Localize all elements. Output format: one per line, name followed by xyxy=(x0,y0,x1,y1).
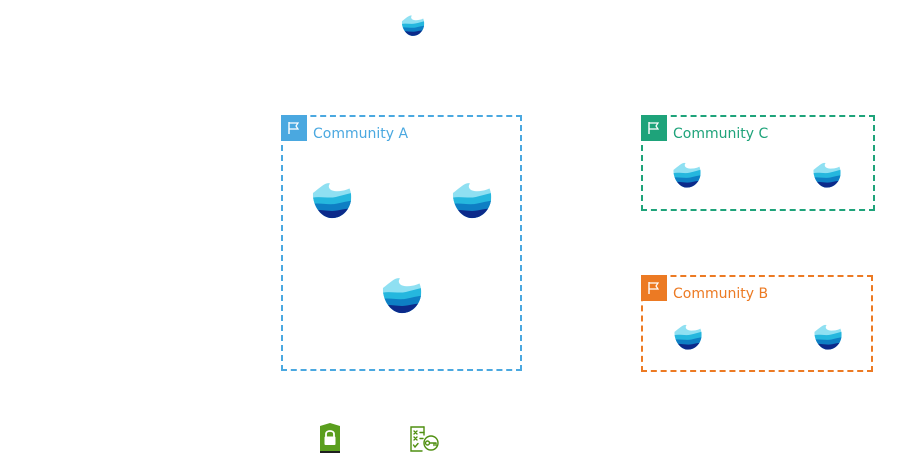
community-b-label: Community B xyxy=(673,286,769,302)
community-a-label: Community A xyxy=(313,126,409,142)
policy-checklist-icon[interactable] xyxy=(408,425,440,453)
water-drop-icon[interactable] xyxy=(378,263,426,319)
water-drop-icon[interactable] xyxy=(811,314,845,354)
flag-icon xyxy=(641,275,667,301)
flag-icon xyxy=(281,115,307,141)
community-a-group[interactable]: Community A xyxy=(281,115,522,371)
water-drop-icon[interactable] xyxy=(399,6,427,40)
lock-shield-icon[interactable] xyxy=(318,423,342,453)
water-drop-icon[interactable] xyxy=(670,152,704,192)
water-drop-icon[interactable] xyxy=(448,168,496,224)
water-drop-icon[interactable] xyxy=(308,168,356,224)
water-drop-icon[interactable] xyxy=(671,314,705,354)
water-drop-icon[interactable] xyxy=(810,152,844,192)
community-b-group[interactable]: Community B xyxy=(641,275,873,372)
flag-icon xyxy=(641,115,667,141)
community-c-label: Community C xyxy=(673,126,769,142)
community-c-group[interactable]: Community C xyxy=(641,115,875,211)
